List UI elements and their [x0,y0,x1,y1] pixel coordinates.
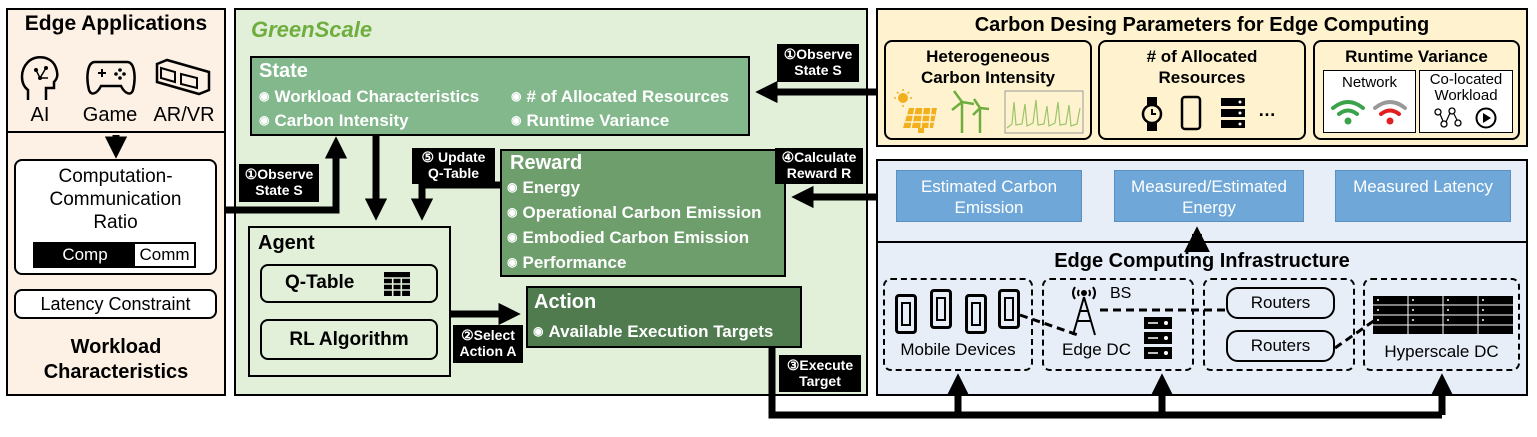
tag-observe-right: ①Observe State S [777,44,859,82]
agent-title: Agent [258,232,315,254]
edge-dc-group [1042,278,1194,371]
action-title: Action [534,291,597,313]
reward-item-operational: Operational Carbon Emission [507,203,761,223]
tag-observe-left: ①Observe State S [239,164,319,202]
infra-title: Edge Computing Infrastructure [1054,250,1350,272]
tag-execute-line1: ③Execute [786,357,854,373]
reward-title: Reward [510,152,583,174]
reward-item-embodied: Embodied Carbon Emission [507,228,749,248]
phone-icon-1 [895,294,917,334]
network-box [1323,70,1416,133]
metric-energy: Measured/Estimated Energy [1114,170,1304,222]
routers-group [1203,278,1355,371]
state-item-runtime: Runtime Variance [511,111,669,131]
tag-execute: ③Execute Target [779,355,861,392]
smartphone-icon [1180,95,1202,131]
reward-item-energy: Energy [507,178,580,198]
wifi-green-icon [1330,96,1366,126]
hyperscale-dc-group [1363,278,1520,371]
cell-tower-icon [1065,283,1103,337]
hetero-title: Heterogeneous Carbon Intensity [920,47,1056,87]
runtime-box [1313,40,1520,140]
gamepad-icon [85,58,137,96]
comm-segment: Comm [139,245,190,264]
solar-panel-icon [893,88,941,134]
bs-label: BS [1110,285,1132,302]
phone-icon-4 [998,289,1020,329]
wind-turbine-icon [948,88,992,134]
ratio-title: Computation-Communication Ratio [49,166,182,233]
hyperscale-dc-label: Hyperscale DC [1384,342,1499,361]
metric-estimated-carbon: Estimated Carbon Emission [896,170,1082,222]
network-label: Network [1341,74,1397,91]
qtable-label: Q-Table [285,272,355,293]
state-item-workload: Workload Characteristics [259,87,479,107]
tag-select-line1: ②Select [461,327,515,343]
state-item-allocated: # of Allocated Resources [511,87,729,107]
workload-icon [1432,106,1462,130]
metric-latency: Measured Latency [1335,170,1511,222]
hyperscale-rack-icon [1373,296,1513,334]
workload-footer: Workload Characteristics [43,336,189,383]
smartwatch-icon [1140,96,1164,132]
runtime-title: Runtime Variance [1345,47,1488,66]
table-icon [383,271,411,297]
hetero-box [884,40,1092,140]
router-2: Routers [1226,330,1335,362]
greenscale-title: GreenScale [251,17,373,42]
comp-comm-bar: Comp Comm [33,242,196,268]
tag-select: ②Select Action A [453,325,523,363]
state-item-carbon: Carbon Intensity [259,111,408,131]
rl-algorithm-box: RL Algorithm [260,319,438,360]
server-icon [1220,97,1246,129]
router-1: Routers [1226,287,1335,319]
mobile-devices-label: Mobile Devices [900,340,1016,359]
carbon-params-title: Carbon Desing Parameters for Edge Comput… [974,14,1430,36]
phone-icon-2 [930,289,952,329]
tag-observe-left-line1: ①Observe [244,166,314,182]
phone-icon-3 [965,294,987,334]
app-label-game: Game [82,104,138,126]
tag-calculate: ④Calculate Reward R [775,148,863,184]
tag-update: ⑤ Update Q-Table [412,148,495,184]
reward-item-performance: Performance [507,253,626,273]
qtable-box [260,264,438,303]
edge-server-icon [1143,316,1173,360]
tag-observe-right-line1: ①Observe [783,46,853,62]
allocated-title: # of Allocated Resources [1146,47,1258,87]
tag-calculate-line1: ④Calculate [781,149,857,165]
colocated-label: Co-located Workload [1429,71,1503,104]
tag-observe-left-line2: State S [255,182,303,198]
comp-segment: Comp [35,244,135,266]
edge-dc-label: Edge DC [1062,340,1131,359]
edge-apps-divider [6,131,226,133]
colocated-box [1419,70,1513,133]
tag-observe-right-line2: State S [794,62,842,78]
latency-constraint-box: Latency Constraint [14,289,217,319]
app-label-ai: AI [30,104,50,126]
allocated-box [1098,40,1306,140]
tag-calculate-line2: Reward R [786,165,852,181]
tag-select-line2: Action A [459,343,517,359]
brain-icon [18,54,62,102]
wifi-weak-icon [1372,96,1408,126]
edge-apps-title: Edge Applications [24,12,208,35]
tag-update-line1: ⑤ Update [421,149,486,165]
carbon-intensity-chart-icon [1004,90,1084,134]
allocated-ellipsis: … [1258,100,1276,120]
app-label-arvr: AR/VR [153,104,215,126]
vr-glasses-icon [153,58,213,96]
mobile-devices-group [883,278,1033,371]
action-item-targets: Available Execution Targets [533,322,773,342]
play-icon [1475,107,1497,129]
tag-update-line2: Q-Table [427,165,480,181]
state-title: State [259,60,308,82]
tag-execute-line2: Target [799,373,841,389]
